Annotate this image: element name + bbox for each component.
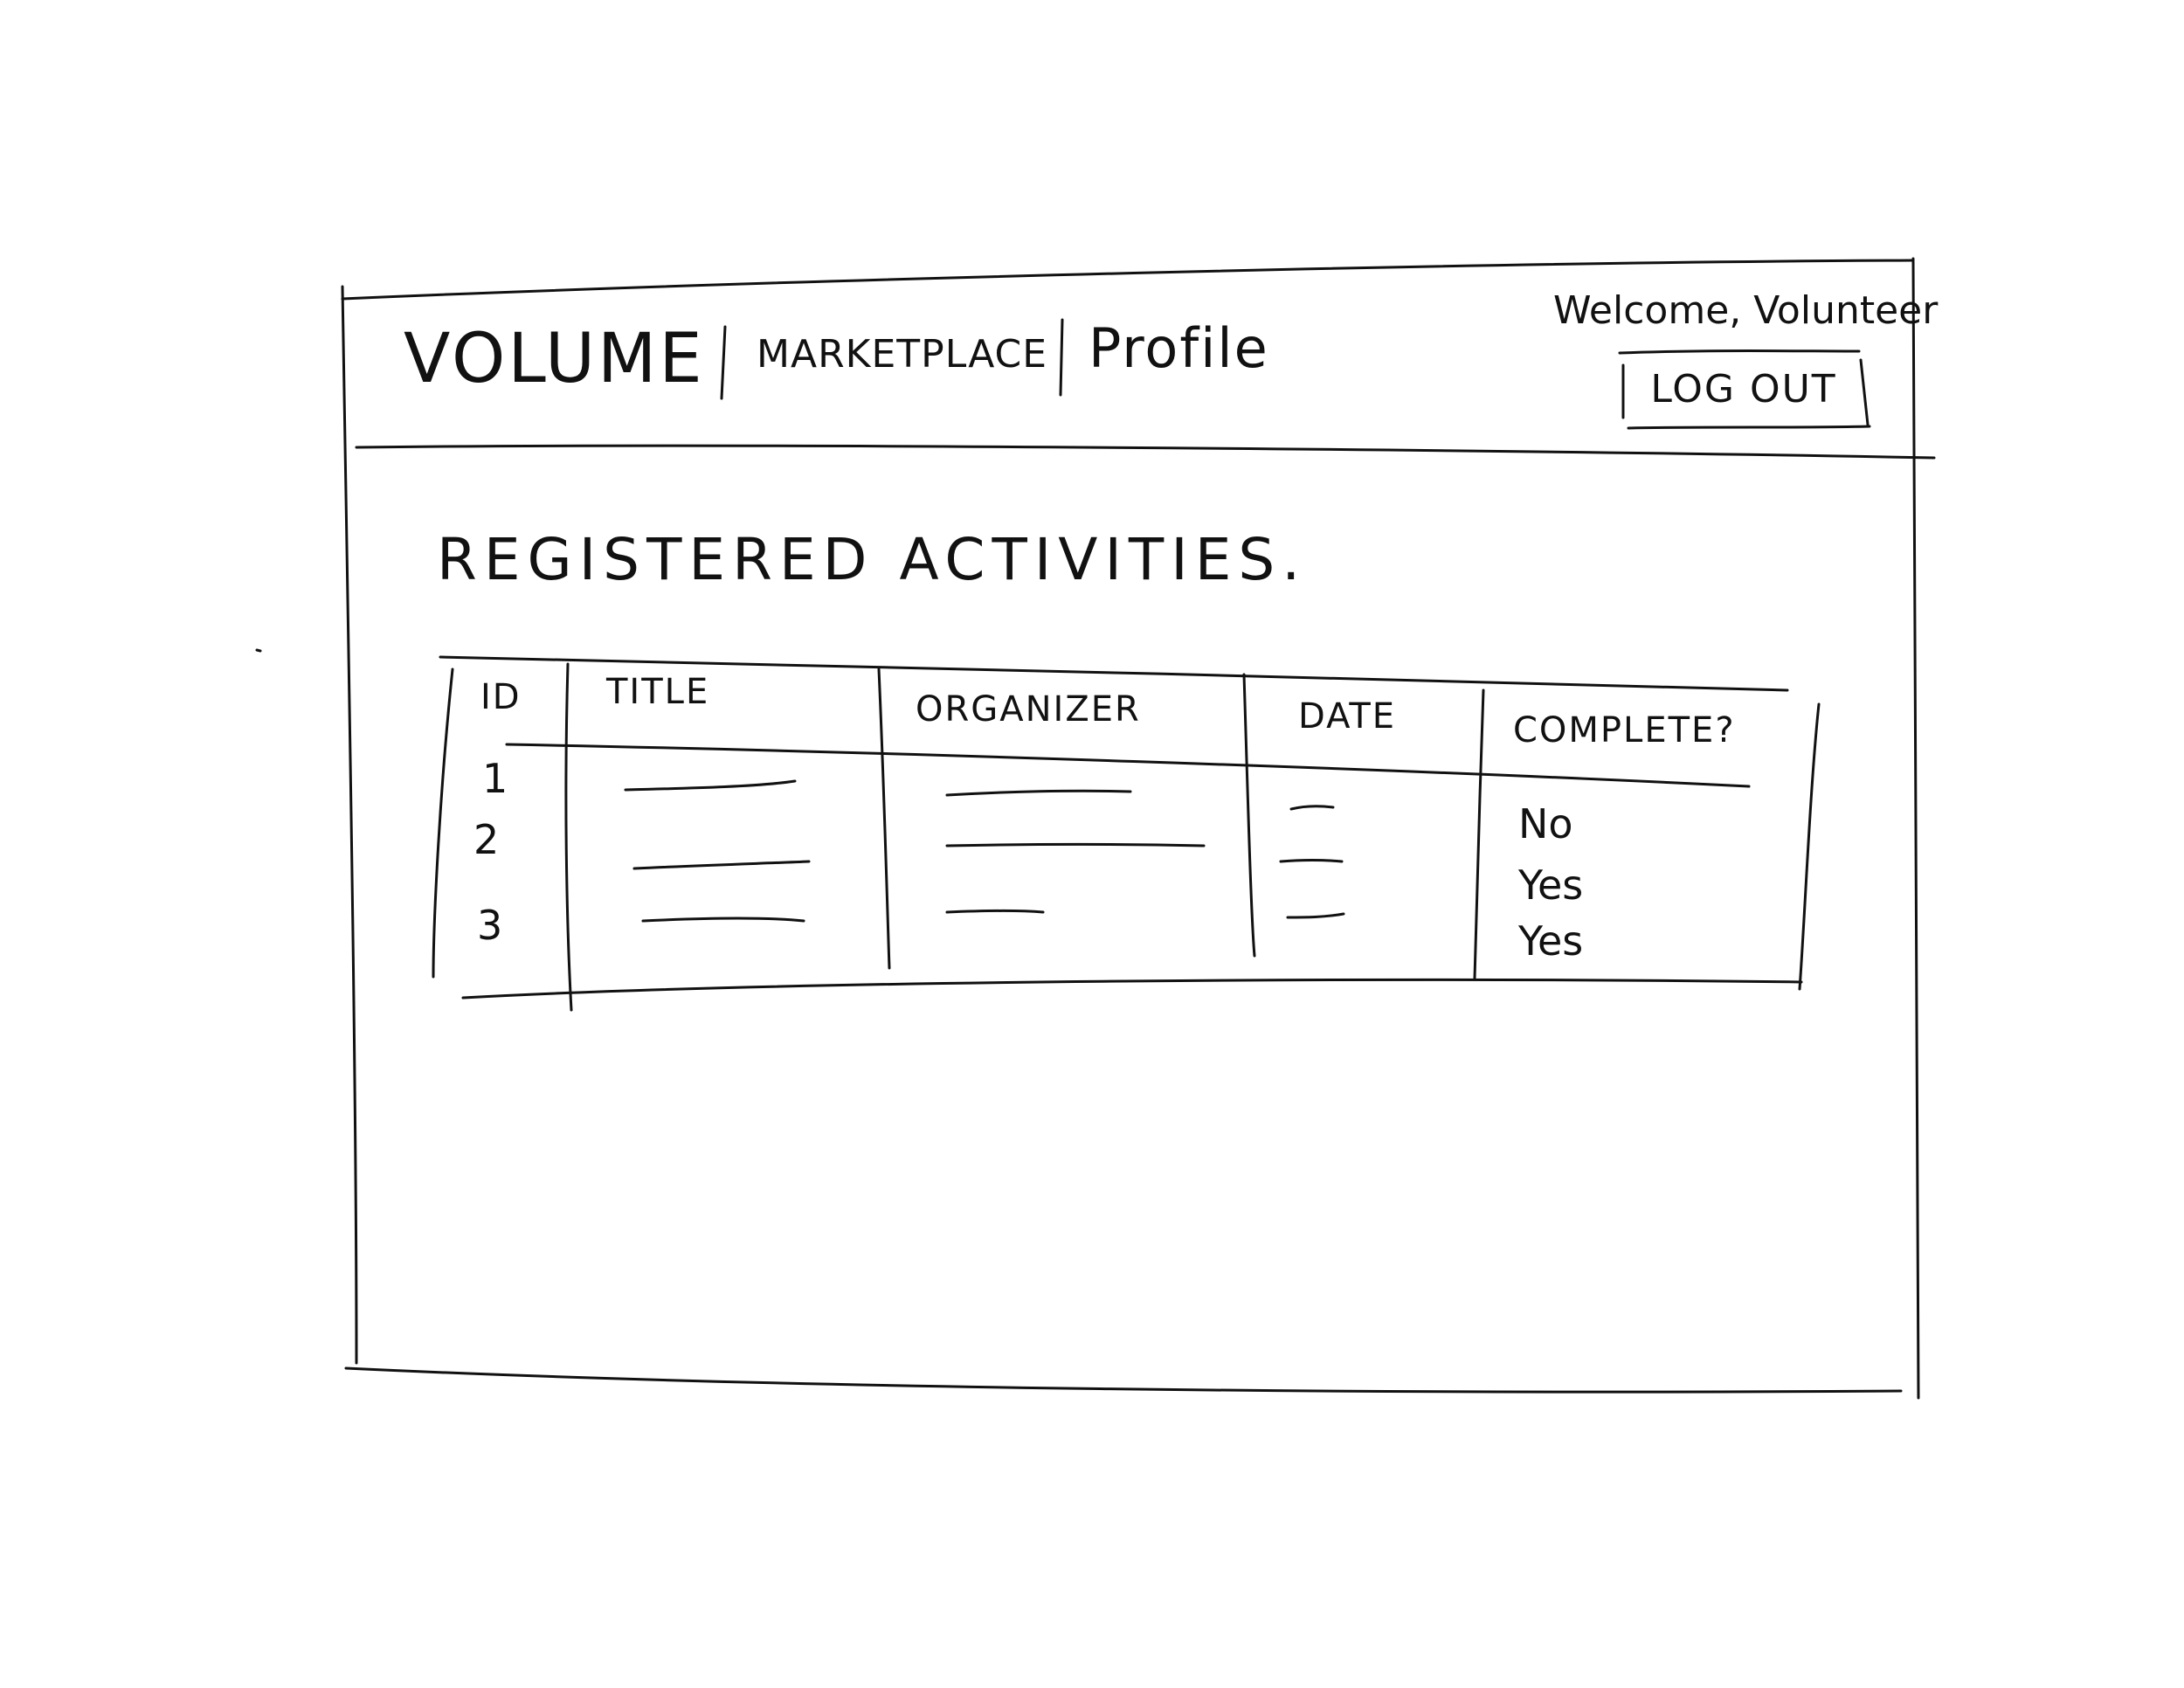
stray-mark [255,648,262,653]
cell-id: 2 [473,816,500,863]
column-header-id[interactable]: ID [480,677,522,717]
column-header-organizer[interactable]: ORGANIZER [916,689,1141,730]
header-divider [355,444,1936,460]
nav-item-marketplace[interactable]: MARKETPLACE [757,332,1048,377]
column-header-title[interactable]: TITLE [606,672,710,712]
nav-separator-2 [1059,318,1064,397]
cell-complete: Yes [1518,861,1584,909]
column-header-complete[interactable]: COMPLETE? [1513,710,1736,751]
table-row[interactable] [446,818,1808,875]
table-row[interactable] [446,758,1808,816]
cell-id: 3 [477,902,503,949]
logout-box-top [1618,349,1861,355]
logout-button[interactable]: LOG OUT [1650,367,1837,412]
cell-complete: Yes [1518,917,1584,965]
welcome-text: Welcome, Volunteer [1553,288,1939,333]
window-frame-bottom [344,1366,1903,1394]
page-title: REGISTERED ACTIVITIES. [437,526,1308,593]
window-frame-right [1911,257,1920,1400]
brand-logo[interactable]: VOLUME [404,320,705,398]
cell-id: 1 [482,755,508,802]
window-frame-left [341,285,358,1365]
table-row[interactable] [446,900,1808,958]
logout-box-bottom [1627,425,1871,430]
table-border-bottom [461,978,1803,1000]
nav-separator-1 [720,325,727,400]
column-header-date[interactable]: DATE [1298,696,1397,737]
cell-complete: No [1518,800,1573,847]
nav-item-profile[interactable]: Profile [1089,316,1269,380]
